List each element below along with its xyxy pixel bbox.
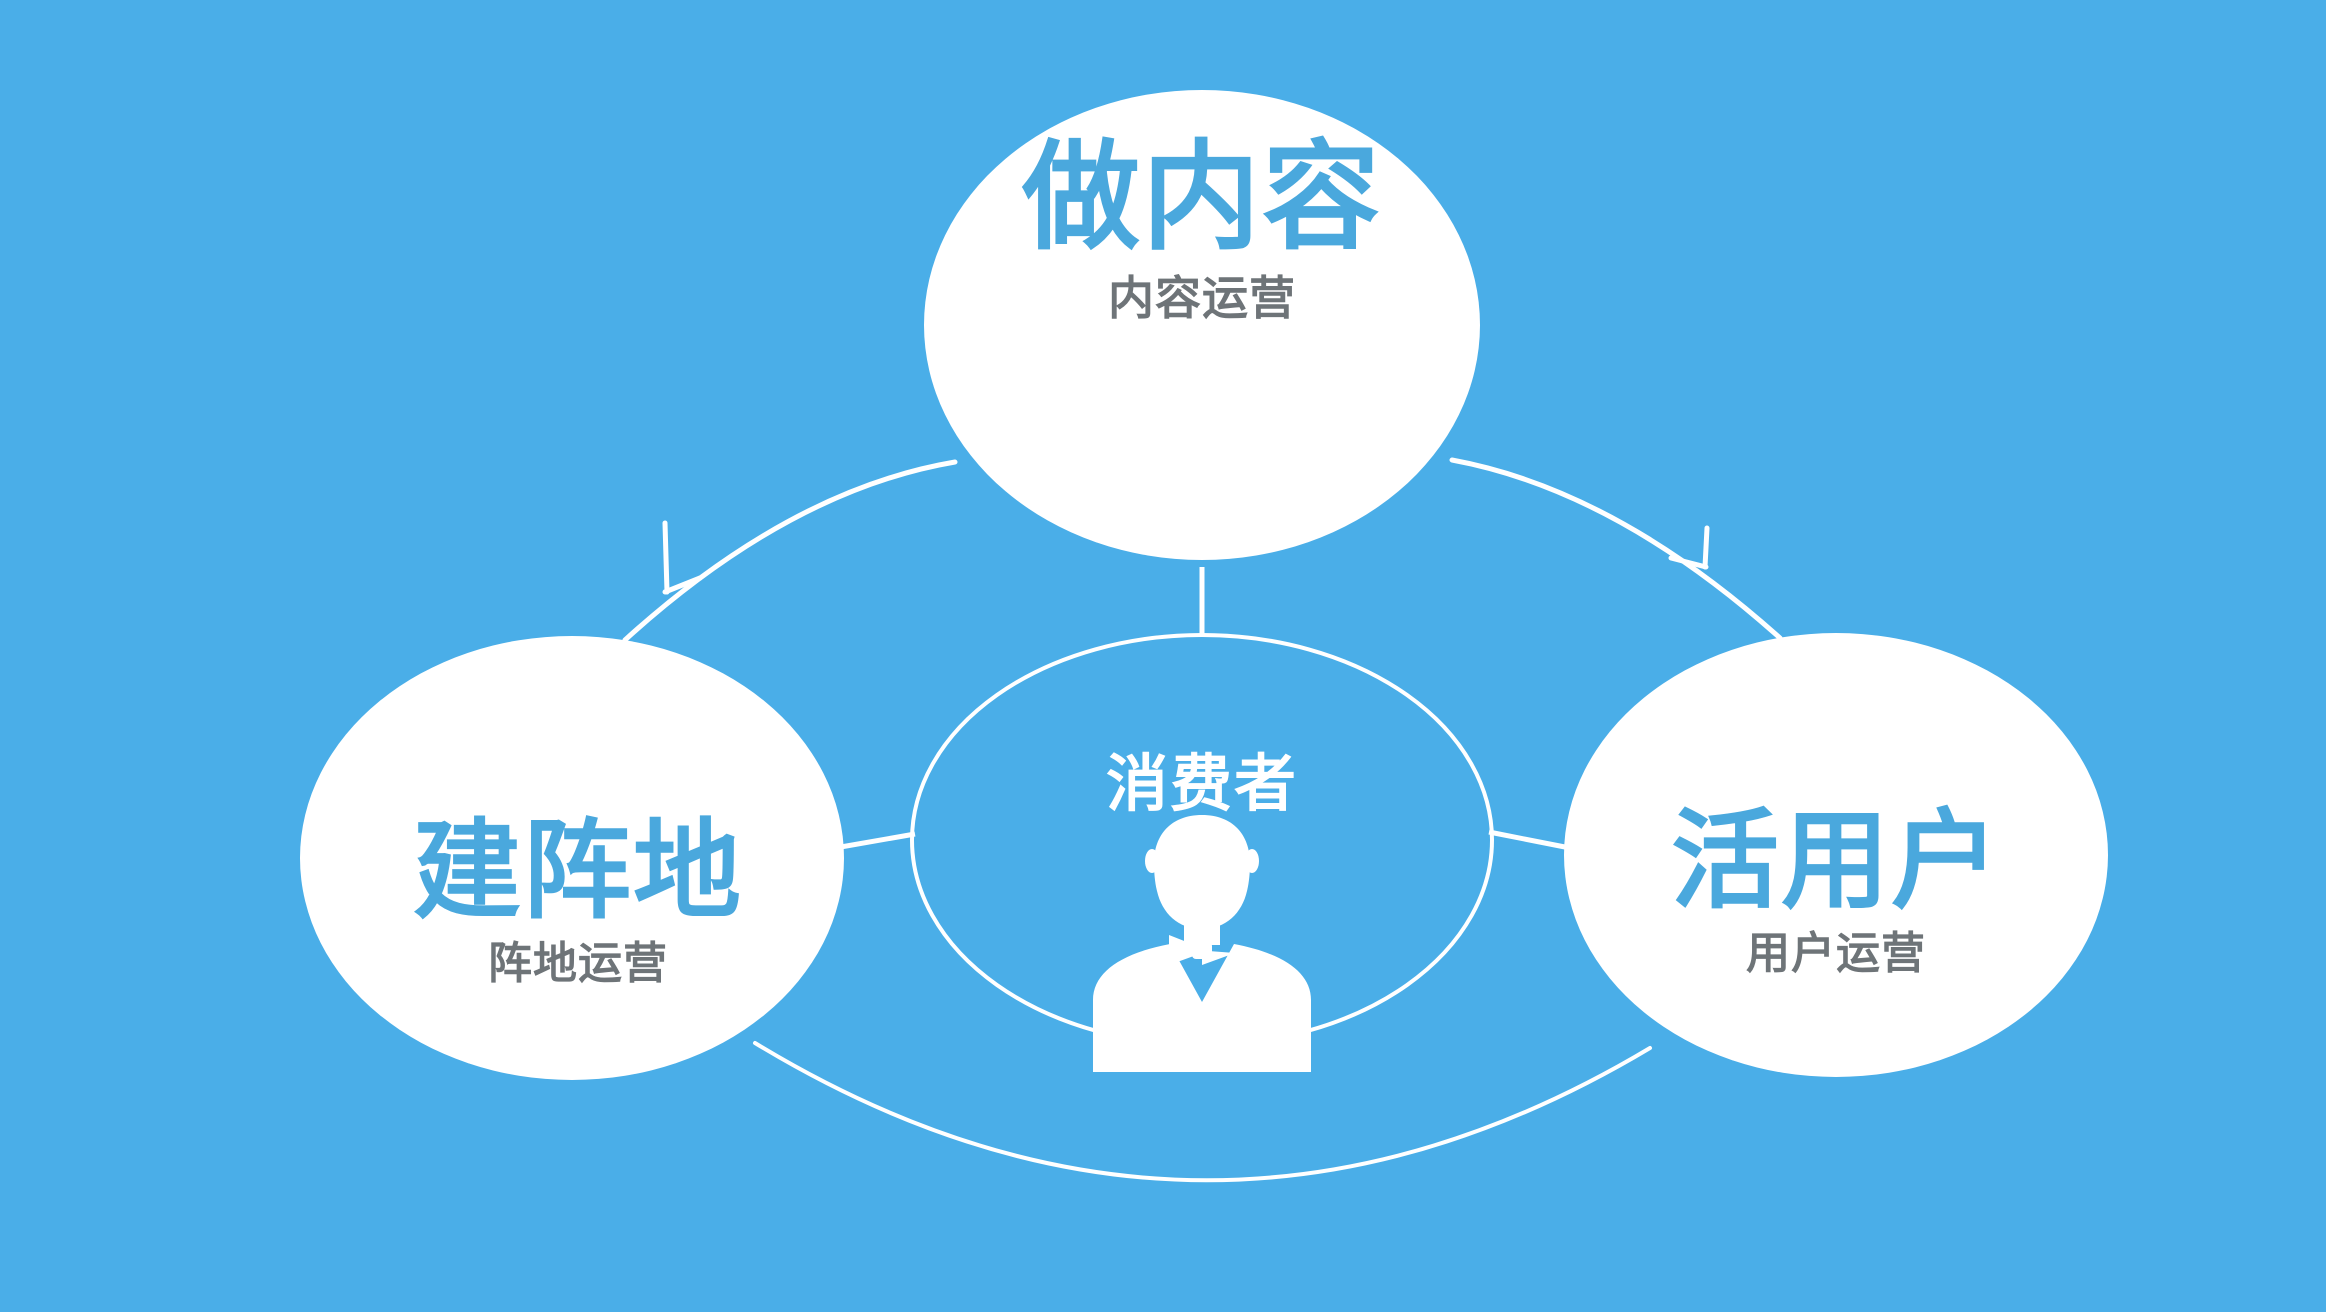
spoke-left	[834, 831, 916, 851]
node-user-title: 活用户	[1671, 800, 2001, 921]
node-position-shape[interactable]	[300, 636, 844, 1080]
node-content-subtitle: 内容运营	[1108, 272, 1296, 324]
spoke-right	[1488, 829, 1571, 851]
node-user-subtitle: 用户运营	[1746, 929, 1926, 978]
node-content[interactable]: 做内容 内容运营	[924, 90, 1480, 560]
node-content-shape[interactable]	[924, 90, 1480, 560]
center-label: 消费者	[1106, 750, 1298, 819]
node-position-subtitle: 阵地运营	[488, 939, 668, 988]
arrowhead-content-to-position-barb-1	[662, 520, 670, 595]
node-content-title: 做内容	[1021, 132, 1382, 264]
arrowhead-content-to-user-barb-2	[1668, 555, 1709, 570]
connector-group	[622, 457, 1783, 1183]
person-icon	[1093, 815, 1311, 1072]
connector-content-to-user	[1449, 457, 1783, 641]
center-content: 消费者	[1093, 750, 1311, 1072]
node-user[interactable]: 活用户 用户运营	[1564, 633, 2108, 1077]
connector-content-to-position	[622, 459, 958, 643]
node-position-title: 建阵地	[413, 810, 743, 931]
arrowhead-content-to-position-barb-2	[662, 575, 703, 595]
node-user-shape[interactable]	[1564, 633, 2108, 1077]
connector-position-to-user	[753, 1041, 1652, 1183]
arrowhead-content-to-user-barb-1	[1702, 525, 1710, 570]
node-position[interactable]: 建阵地 阵地运营	[300, 636, 844, 1080]
